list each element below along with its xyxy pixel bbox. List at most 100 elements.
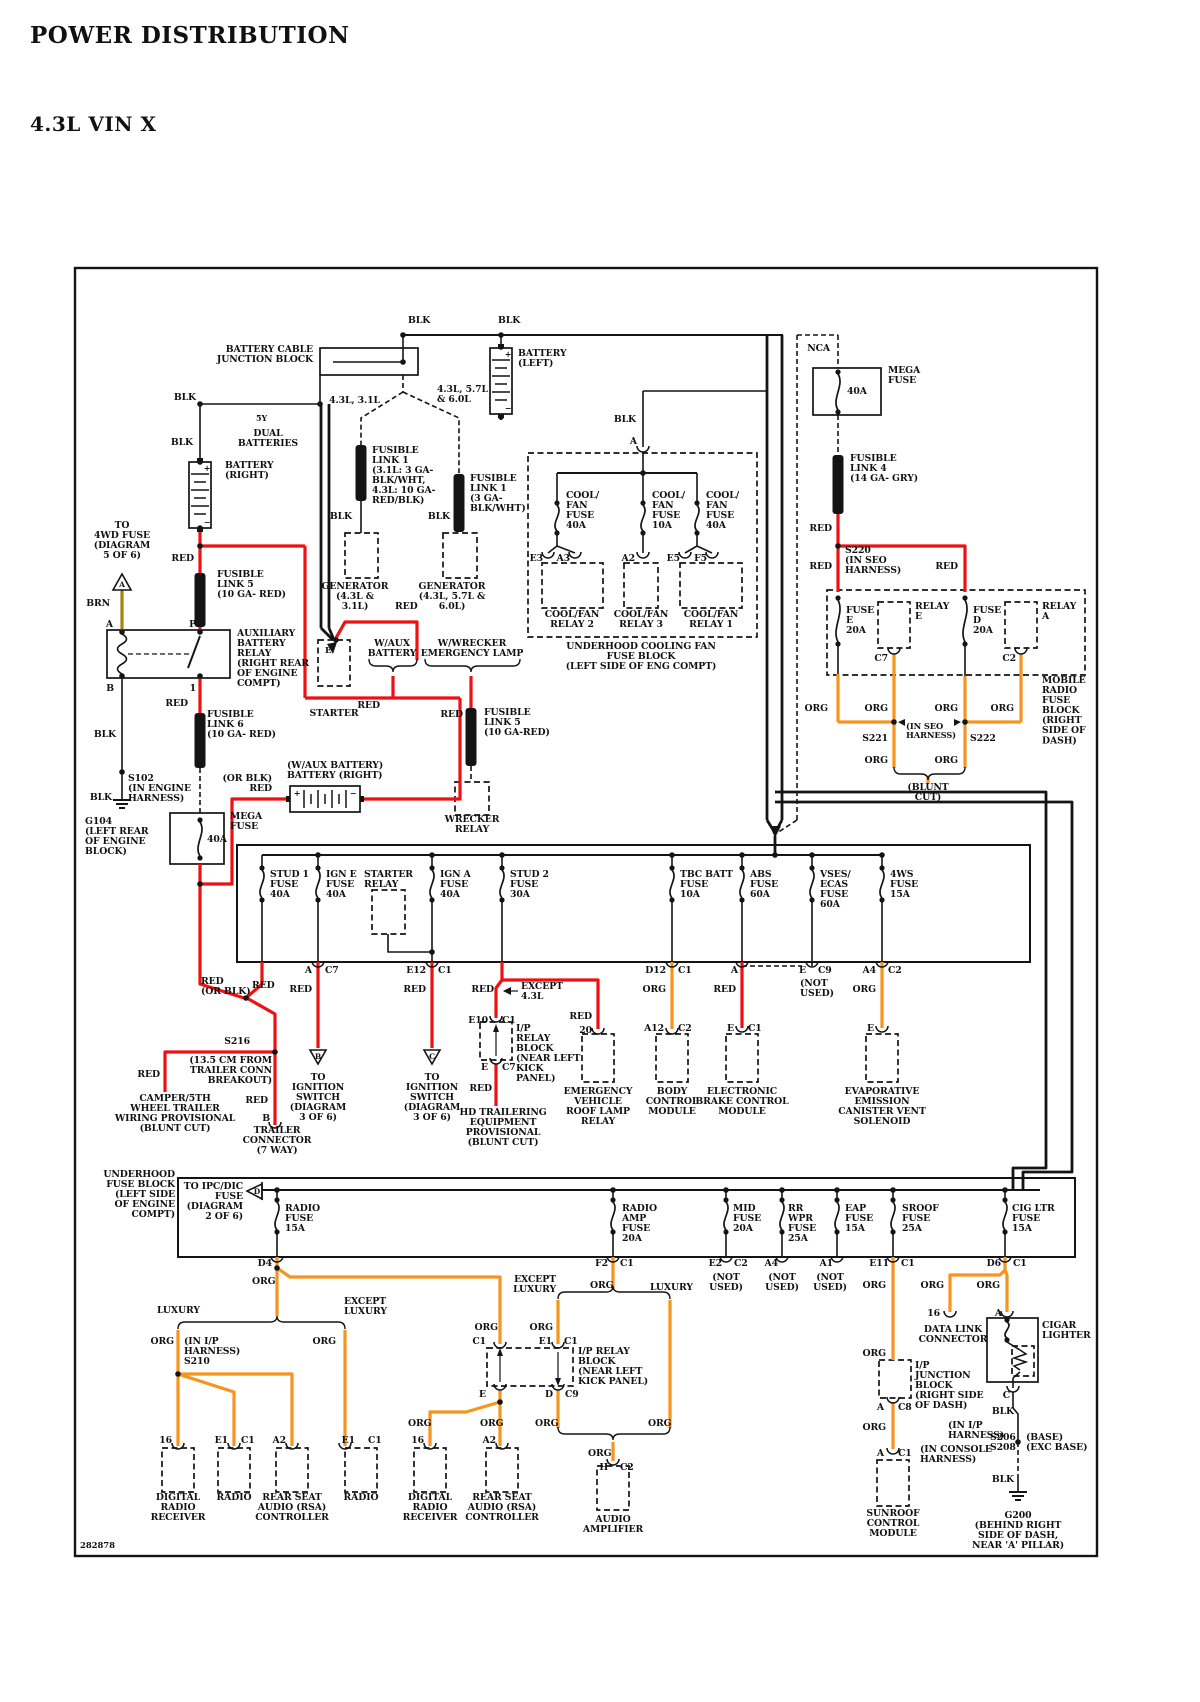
fuse-ign-e-bot bbox=[315, 897, 321, 903]
aux-battery-right-symbol-minus: − bbox=[350, 788, 357, 798]
label-c1: C1 bbox=[901, 1258, 915, 1269]
junction-dot-22 bbox=[669, 852, 675, 858]
cool-fan-relay1-box bbox=[679, 562, 743, 609]
label-org: ORG bbox=[865, 703, 889, 714]
generator-2-box bbox=[442, 532, 478, 579]
page-title: POWER DISTRIBUTION bbox=[30, 22, 350, 49]
body-control-module-box bbox=[655, 1033, 689, 1083]
aux-battery-right-symbol-term-r bbox=[360, 796, 364, 802]
label-c1: C1 bbox=[241, 1435, 255, 1446]
wire-k-84 bbox=[1012, 1371, 1021, 1379]
junction-dot-30 bbox=[779, 1187, 785, 1193]
cigar-element-fuse bbox=[1004, 1321, 1010, 1339]
label-blk: BLK bbox=[498, 315, 521, 326]
label-org: ORG bbox=[408, 1418, 432, 1429]
generator-red bbox=[334, 620, 419, 660]
label-a: A bbox=[876, 1448, 885, 1459]
label-s221: S221 bbox=[862, 733, 888, 744]
ip-relay-arrow-up bbox=[493, 1024, 499, 1032]
fuse-radio-bot bbox=[274, 1229, 280, 1235]
fuse-cool-fan-40a-1-bot bbox=[554, 530, 560, 536]
label-generator: GENERATOR(4.3L, 5.7L &6.0L) bbox=[419, 581, 486, 612]
fuse-d-20a-bot bbox=[962, 641, 968, 647]
relay-e-box bbox=[877, 601, 911, 649]
label-d: D bbox=[545, 1389, 553, 1400]
junction-dot-27 bbox=[274, 1187, 280, 1193]
label-org: ORG bbox=[313, 1336, 337, 1347]
wire-k-11 bbox=[320, 627, 334, 641]
cigar-heating-element bbox=[1011, 1349, 1029, 1371]
label-e: E bbox=[479, 1389, 486, 1400]
label-e11: E11 bbox=[869, 1258, 889, 1269]
ref-triangle-a-letter: A bbox=[118, 580, 125, 589]
connector-cup-29 bbox=[551, 1341, 565, 1349]
connector-cup-17 bbox=[705, 551, 719, 559]
label-w-aux-battery: (W/AUX BATTERY)BATTERY (RIGHT) bbox=[287, 760, 383, 781]
fuse-sroof bbox=[890, 1201, 896, 1231]
label-282878: 282878 bbox=[80, 1541, 115, 1551]
wire-k-25 bbox=[556, 545, 576, 554]
label-c1: C1 bbox=[368, 1435, 382, 1446]
fuse-mid-bot bbox=[723, 1229, 729, 1235]
seo-arrow-left bbox=[898, 719, 905, 726]
label-b: B bbox=[106, 683, 114, 694]
junction-dot-42 bbox=[197, 673, 203, 679]
fusible-link-6 bbox=[194, 713, 206, 768]
connector-cup-11 bbox=[875, 1025, 889, 1033]
dlc-feed bbox=[948, 1268, 1007, 1312]
connector-cup-30 bbox=[493, 1383, 507, 1391]
wire-r-106 bbox=[200, 797, 288, 886]
wire-o-138 bbox=[428, 1400, 501, 1446]
label-blk: BLK bbox=[992, 1474, 1015, 1485]
fuse-d-20a-top bbox=[962, 595, 968, 601]
junction-dot-25 bbox=[879, 852, 885, 858]
label-e10: E10 bbox=[468, 1015, 488, 1026]
label-or-blk: (OR BLK)RED bbox=[222, 773, 272, 794]
connector-cup-43 bbox=[1006, 1385, 1020, 1393]
label-e1: E1 bbox=[215, 1435, 228, 1446]
emergency-roof-lamp-relay-box bbox=[581, 1033, 615, 1083]
junction-dot-26 bbox=[772, 852, 778, 858]
junction-dot-13 bbox=[640, 470, 646, 476]
ref-triangle-b-letter: B bbox=[315, 1052, 321, 1061]
engine-subtitle: 4.3L VIN X bbox=[30, 112, 157, 136]
label-a: A bbox=[876, 1402, 885, 1413]
connector-cup-32 bbox=[606, 1458, 620, 1466]
wire-k-29 bbox=[696, 545, 713, 554]
connector-cup-37 bbox=[423, 1442, 437, 1450]
fuse-vses-ecas-top bbox=[809, 865, 815, 871]
junction-dot-40 bbox=[197, 629, 203, 635]
battery-left-symbol-minus: − bbox=[505, 403, 512, 413]
feed-arrow bbox=[770, 826, 781, 838]
label-luxury: LUXURY bbox=[650, 1282, 693, 1293]
wire-k-83 bbox=[1006, 1341, 1021, 1351]
fuse-ign-e-top bbox=[315, 865, 321, 871]
label-a: A bbox=[629, 436, 638, 447]
label-blk: BLK bbox=[90, 792, 113, 803]
label-h: H bbox=[599, 1462, 608, 1473]
label-a2: A2 bbox=[621, 553, 635, 564]
wire-k-56 bbox=[387, 934, 432, 953]
junction-dot-0 bbox=[400, 332, 406, 338]
fusible-link-1b bbox=[453, 474, 465, 532]
fuse-mega-right-top bbox=[835, 369, 841, 375]
junction-dot-32 bbox=[890, 1187, 896, 1193]
